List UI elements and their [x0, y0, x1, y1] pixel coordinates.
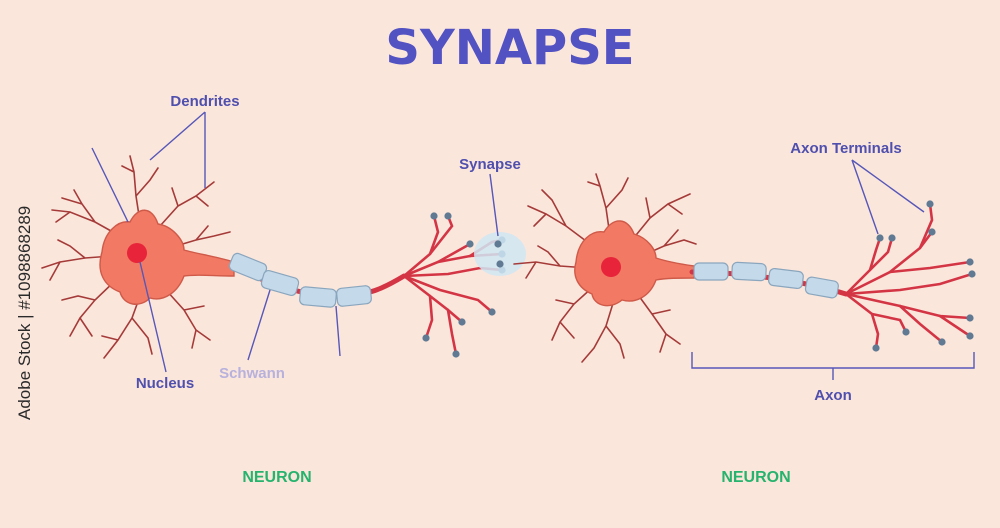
neuron-label-left: NEURON — [242, 469, 311, 486]
terminal-knob — [466, 240, 474, 248]
axon-bracket — [691, 352, 975, 380]
diagram-title: SYNAPSE — [385, 20, 634, 76]
left-dendrites — [41, 155, 231, 359]
dendrites-label: Dendrites — [170, 93, 239, 110]
terminal-knob — [966, 332, 974, 340]
right-neuron — [513, 173, 976, 363]
nucleus-leader — [139, 261, 167, 373]
myelin-sheath — [299, 286, 337, 308]
right-nucleus — [601, 257, 621, 277]
terminal-knob — [938, 338, 946, 346]
terminal-knob — [494, 240, 502, 248]
myelin-sheath — [228, 252, 268, 282]
terminal-knob — [968, 270, 976, 278]
synapse-glow — [474, 232, 526, 276]
myelin-sheath — [336, 285, 372, 307]
terminal-knob — [430, 212, 438, 220]
terminal-knob — [966, 314, 974, 322]
right-axon-terminal-branches — [844, 202, 974, 350]
terminal-knob — [458, 318, 466, 326]
axon-terminals-leader — [851, 159, 925, 235]
left-nucleus — [127, 243, 147, 263]
nucleus-label: Nucleus — [136, 375, 194, 392]
myelin-sheath — [693, 262, 729, 281]
axon-terminals-label: Axon Terminals — [790, 140, 901, 157]
myelin-sheath — [731, 261, 767, 282]
axon-label: Axon — [814, 387, 852, 404]
terminal-knob — [872, 344, 880, 352]
terminal-knob — [888, 234, 896, 242]
left-neuron — [41, 155, 506, 359]
myelin-sheath — [804, 276, 839, 299]
leader-lines — [91, 111, 975, 380]
terminal-knob — [496, 260, 504, 268]
myelin-sheath — [260, 269, 300, 297]
right-cell-body — [574, 220, 695, 307]
synapse-leader — [489, 173, 499, 237]
left-myelin-sheaths — [228, 252, 372, 308]
terminal-knob — [926, 200, 934, 208]
right-terminal-knobs — [872, 200, 976, 352]
dendrites-leader — [91, 111, 206, 223]
right-myelin-sheaths — [693, 261, 839, 299]
terminal-knob — [444, 212, 452, 220]
terminal-knob — [422, 334, 430, 342]
terminal-knob — [452, 350, 460, 358]
schwann-leader — [247, 289, 341, 361]
myelin-sheath — [768, 267, 804, 290]
terminal-knob — [928, 228, 936, 236]
schwann-label: Schwann — [219, 365, 285, 382]
left-cell-body — [99, 209, 235, 305]
right-dendrites — [513, 173, 697, 363]
terminal-knob — [488, 308, 496, 316]
terminal-knob — [966, 258, 974, 266]
terminal-knob — [902, 328, 910, 336]
stock-caption: Adobe Stock | #1098868289 — [15, 206, 34, 420]
synapse-label: Synapse — [459, 156, 521, 173]
neuron-label-right: NEURON — [721, 469, 790, 486]
terminal-knob — [876, 234, 884, 242]
